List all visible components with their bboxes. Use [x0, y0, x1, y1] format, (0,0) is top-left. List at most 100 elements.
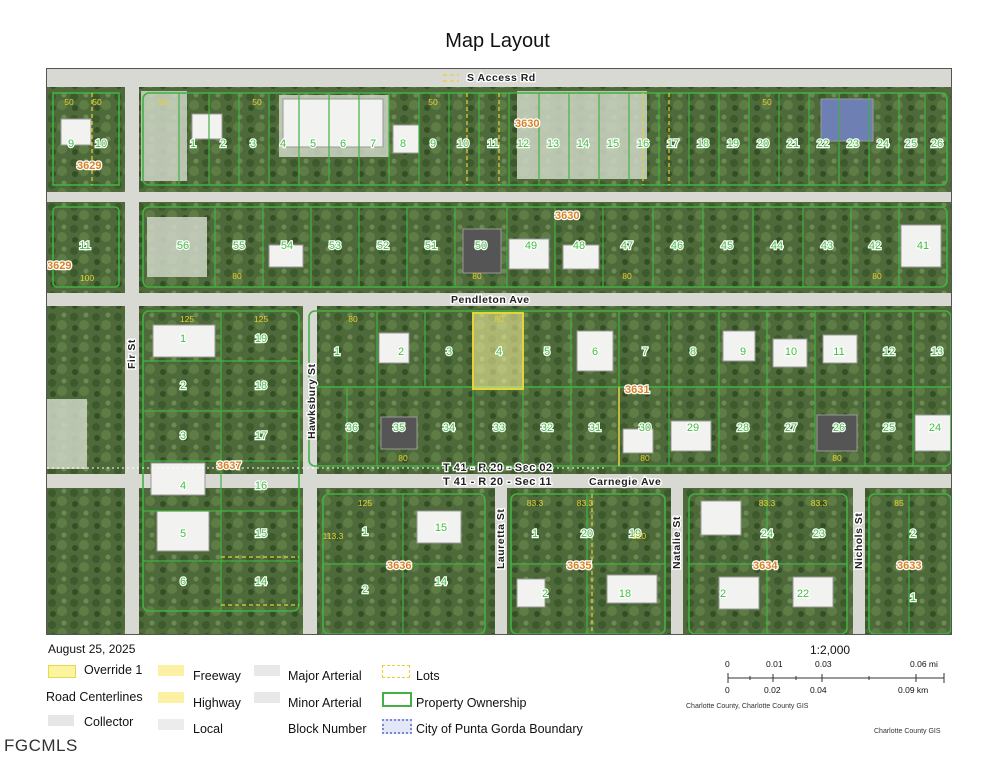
block-number-3634: 3634 [753, 560, 778, 572]
parcel-map[interactable]: S Access Rd Pendleton Ave Carnegie Ave F… [46, 68, 952, 635]
scale-km-tick: 0 [725, 685, 730, 695]
major-arterial-swatch [254, 665, 280, 676]
lot-number: 6 [180, 576, 186, 588]
lot-number: 2 [910, 528, 916, 540]
legend-highway: Highway [193, 696, 241, 710]
lot-number: 14 [255, 576, 267, 588]
dimension-label: 50 [252, 97, 262, 107]
lot-number: 2 [220, 138, 226, 150]
lot-number: 20 [581, 528, 593, 540]
lot-number: 41 [917, 240, 929, 252]
lot-number: 28 [737, 422, 749, 434]
lot-number: 24 [877, 138, 889, 150]
lot-number: 45 [721, 240, 733, 252]
lot-number: 9 [68, 138, 74, 150]
lot-number: 47 [621, 240, 633, 252]
block-number-3630: 3630 [515, 118, 539, 130]
lot-number: 11 [833, 346, 844, 358]
lot-number: 50 [475, 240, 487, 252]
data-credit: Charlotte County, Charlotte County GIS [686, 703, 809, 710]
scale-km-tick: 0.04 [810, 685, 827, 695]
legend-property-ownership: Property Ownership [416, 696, 527, 710]
lot-number: 44 [771, 240, 783, 252]
block-number-3629: 3629 [47, 260, 71, 272]
lot-number: 5 [544, 346, 550, 358]
lot-number: 17 [667, 138, 679, 150]
lot-number: 1 [190, 138, 196, 150]
collector-swatch [48, 715, 74, 726]
lot-number: 33 [493, 422, 505, 434]
scale-mi-tick: 0 [725, 659, 730, 669]
lot-number: 13 [547, 138, 559, 150]
lot-number: 2 [398, 346, 404, 358]
legend-lots: Lots [416, 669, 440, 683]
lot-number: 24 [761, 528, 773, 540]
block-number-3630: 3630 [555, 210, 579, 222]
override-parcel[interactable] [472, 312, 524, 390]
lot-number: 26 [833, 422, 845, 434]
block-number-3636: 3636 [387, 560, 411, 572]
lot-number: 19 [727, 138, 739, 150]
lot-number: 10 [457, 138, 469, 150]
lot-number: 36 [346, 422, 358, 434]
lot-number: 20 [757, 138, 769, 150]
dimension-label: 50 [428, 97, 438, 107]
lot-number: 15 [607, 138, 619, 150]
scale-bar [727, 673, 945, 683]
lot-number: 4 [180, 480, 186, 492]
road-label-hawksbury-st: Hawksbury St [306, 364, 318, 439]
lot-number: 51 [425, 240, 437, 252]
dimension-label: 50 [92, 97, 102, 107]
local-swatch [158, 719, 184, 730]
dimension-label: 125 [358, 498, 372, 508]
lots-dashed-lines [91, 74, 670, 634]
lot-number: 31 [589, 422, 601, 434]
legend-city-boundary: City of Punta Gorda Boundary [416, 722, 583, 736]
legend-local: Local [193, 722, 223, 736]
lot-number: 30 [639, 422, 651, 434]
lot-number: 43 [821, 240, 833, 252]
dimension-label: 83.3 [811, 498, 828, 508]
lot-number: 35 [393, 422, 405, 434]
map-title: Map Layout [445, 30, 550, 52]
lot-number: 54 [281, 240, 293, 252]
lot-number: 7 [370, 138, 376, 150]
dimension-label: 120 [632, 531, 646, 541]
scale-mi-tick: 0.01 [766, 659, 783, 669]
lot-number: 1 [532, 528, 538, 540]
road-label-pendleton-ave: Pendleton Ave [451, 294, 530, 306]
minor-arterial-swatch [254, 692, 280, 703]
lot-number: 42 [869, 240, 881, 252]
freeway-swatch [158, 665, 184, 676]
dimension-label: 80 [832, 453, 842, 463]
map-date: August 25, 2025 [48, 642, 136, 656]
roads-layer [47, 69, 951, 634]
lot-divider-lines [143, 93, 926, 634]
dimension-label: 80 [872, 271, 882, 281]
block-number-3637: 3637 [217, 460, 241, 472]
lot-number: 29 [687, 422, 699, 434]
lot-number: 5 [310, 138, 316, 150]
dimension-label: 83.3 [527, 498, 544, 508]
lot-number: 56 [177, 240, 189, 252]
lot-number: 3 [446, 346, 452, 358]
lot-number: 11 [487, 138, 498, 150]
dimension-label: 80 [398, 453, 408, 463]
road-label-lauretta-st: Lauretta St [495, 509, 507, 569]
lot-number: 1 [362, 526, 368, 538]
lot-number: 22 [797, 588, 809, 600]
lot-number: 11 [79, 240, 90, 252]
lot-number: 9 [430, 138, 436, 150]
lot-number: 34 [443, 422, 455, 434]
lot-number: 13 [931, 346, 943, 358]
block-number-3631: 3631 [625, 384, 649, 396]
lot-number: 4 [280, 138, 286, 150]
block-number-3635: 3635 [567, 560, 591, 572]
legend-minor-arterial: Minor Arterial [288, 696, 362, 710]
dimension-label: 100 [80, 273, 94, 283]
lot-number: 24 [929, 422, 941, 434]
dimension-label: 50 [158, 97, 168, 107]
dimension-label: 113.3 [323, 531, 344, 541]
lot-number: 1 [910, 592, 916, 604]
lot-number: 23 [813, 528, 825, 540]
